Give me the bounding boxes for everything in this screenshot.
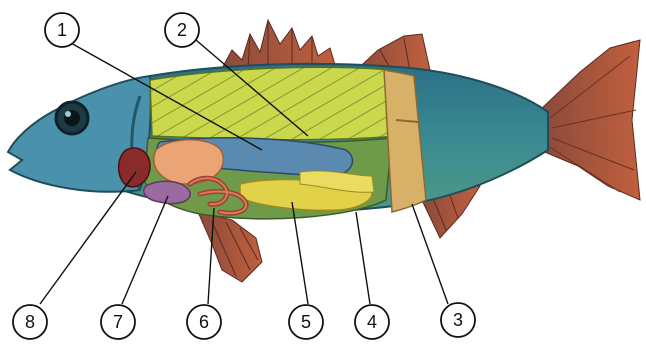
svg-text:7: 7 <box>113 312 123 332</box>
tail-fin <box>540 40 640 200</box>
callout-7: 7 <box>101 305 135 339</box>
svg-text:8: 8 <box>25 312 35 332</box>
callout-1: 1 <box>45 13 79 47</box>
svg-text:4: 4 <box>367 312 377 332</box>
callout-8: 8 <box>13 305 47 339</box>
muscle-tissue <box>150 67 396 140</box>
svg-text:6: 6 <box>199 312 209 332</box>
callout-line-4 <box>356 212 370 304</box>
callout-line-7 <box>122 196 168 304</box>
callout-6: 6 <box>187 305 221 339</box>
svg-text:5: 5 <box>301 312 311 332</box>
svg-text:2: 2 <box>177 20 187 40</box>
svg-text:3: 3 <box>453 310 463 330</box>
callout-3: 3 <box>441 303 475 337</box>
callout-4: 4 <box>355 305 389 339</box>
svg-text:1: 1 <box>57 20 67 40</box>
pelvic-fin <box>198 212 262 282</box>
heart <box>119 148 150 187</box>
callout-5: 5 <box>289 305 323 339</box>
callout-2: 2 <box>165 13 199 47</box>
